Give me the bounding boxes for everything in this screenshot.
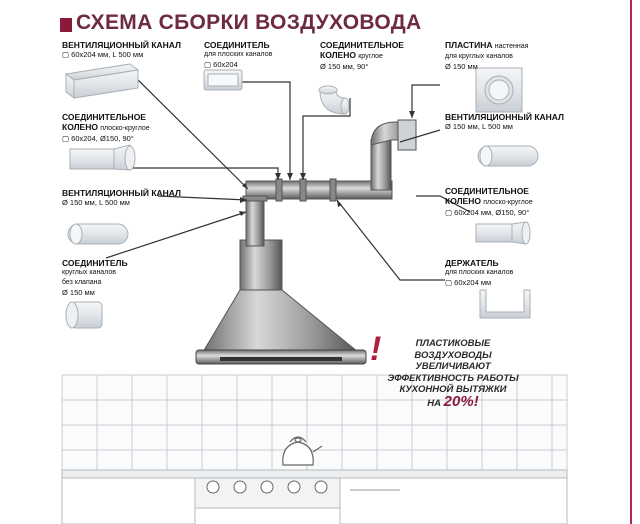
label-subtitle: круглое	[358, 53, 383, 60]
label-title: ВЕНТИЛЯЦИОННЫЙ КАНАЛ	[445, 112, 564, 122]
label-subtitle: круглых каналов	[62, 269, 116, 276]
product-round-connector	[65, 301, 103, 329]
label-title-2: КОЛЕНО	[320, 50, 356, 60]
right-border-line	[630, 0, 632, 524]
label-spec: Ø 150 мм	[445, 62, 478, 71]
kitchen-tiles	[61, 374, 568, 476]
label-elbow-round: СОЕДИНИТЕЛЬНОЕ КОЛЕНО круглое Ø 150 мм, …	[320, 40, 404, 72]
kettle-icon	[282, 436, 323, 466]
promo-line: УВЕЛИЧИВАЮТ	[415, 361, 491, 372]
label-title-2: КОЛЕНО	[62, 122, 98, 132]
label-spec: Ø 150 мм, L 500 мм	[62, 198, 130, 207]
product-flat-channel	[64, 63, 140, 99]
cooker-hood	[195, 239, 367, 365]
label-spec: ▢ 60х204 мм, Ø150, 90°	[445, 208, 530, 217]
label-title: ВЕНТИЛЯЦИОННЫЙ КАНАЛ	[62, 188, 181, 198]
label-spec: ▢ 60х204, Ø150, 90°	[62, 134, 134, 143]
label-spec: ▢ 60х204	[204, 60, 238, 69]
label-vent-channel-round-left: ВЕНТИЛЯЦИОННЫЙ КАНАЛ Ø 150 мм, L 500 мм	[62, 188, 181, 208]
label-title-2: КОЛЕНО	[445, 196, 481, 206]
label-spec: Ø 150 мм, L 500 мм	[445, 122, 513, 131]
label-vent-channel-flat: ВЕНТИЛЯЦИОННЫЙ КАНАЛ ▢ 60х204 мм, L 500 …	[62, 40, 181, 60]
promo-line: ЭФФЕКТИВНОСТЬ РАБОТЫ	[387, 372, 519, 384]
label-subtitle: плоско-круглое	[483, 199, 533, 206]
label-vent-channel-round-right: ВЕНТИЛЯЦИОННЫЙ КАНАЛ Ø 150 мм, L 500 мм	[445, 112, 564, 132]
label-spec: ▢ 60х204 мм, L 500 мм	[62, 50, 144, 59]
label-title: СОЕДИНИТЕЛЬ	[204, 40, 270, 50]
label-connector-round: СОЕДИНИТЕЛЬ круглых каналов без клапана …	[62, 258, 128, 298]
kitchen-counter	[61, 469, 568, 524]
promo-line: ПЛАСТИКОВЫЕ ВОЗДУХОВОДЫ	[414, 338, 492, 361]
label-subtitle: плоско-круглое	[100, 125, 150, 132]
promo-percentage: 20%!	[443, 392, 479, 410]
label-subtitle: для плоских каналов	[204, 51, 273, 58]
title-marker	[60, 18, 72, 32]
label-spec: Ø 150 мм, 90°	[320, 62, 369, 71]
stove-knobs	[206, 480, 328, 494]
product-flat-connector	[203, 69, 243, 91]
product-flat-round-elbow-right	[475, 221, 531, 245]
label-spec: Ø 150 мм	[62, 288, 95, 297]
product-round-elbow	[318, 85, 350, 115]
label-subtitle: настенная	[494, 43, 529, 50]
label-subtitle-2: без клапана	[62, 279, 102, 286]
label-title: СОЕДИНИТЕЛЬНОЕ	[445, 186, 529, 196]
promo-text: ПЛАСТИКОВЫЕ ВОЗДУХОВОДЫ УВЕЛИЧИВАЮТ ЭФФЕ…	[378, 338, 528, 409]
exclamation-icon: !	[370, 330, 382, 368]
air-duct	[242, 119, 417, 247]
label-title: СОЕДИНИТЕЛЬНОЕ	[320, 40, 404, 50]
label-subtitle-2: для круглых каналов	[445, 53, 513, 60]
product-round-channel-left	[67, 223, 129, 245]
promo-prefix: НА	[427, 397, 442, 409]
label-title: СОЕДИНИТЕЛЬ	[62, 258, 128, 268]
label-connector-flat: СОЕДИНИТЕЛЬ для плоских каналов ▢ 60х204	[204, 40, 272, 70]
label-title: ВЕНТИЛЯЦИОННЫЙ КАНАЛ	[62, 40, 181, 50]
label-holder: ДЕРЖАТЕЛЬ для плоских каналов ▢ 60х204 м…	[445, 258, 513, 288]
promo-line: КУХОННОЙ ВЫТЯЖКИ	[399, 384, 507, 395]
label-spec: ▢ 60х204 мм	[445, 278, 492, 287]
label-elbow-flat-round-right: СОЕДИНИТЕЛЬНОЕ КОЛЕНО плоско-круглое ▢ 6…	[445, 186, 533, 218]
product-holder	[479, 289, 531, 319]
product-flat-round-elbow-left	[69, 144, 136, 171]
label-plate: ПЛАСТИНА настенная для круглых каналов Ø…	[445, 40, 528, 72]
label-title: СОЕДИНИТЕЛЬНОЕ	[62, 112, 146, 122]
label-subtitle: для плоских каналов	[445, 269, 514, 276]
label-title: ДЕРЖАТЕЛЬ	[445, 258, 499, 268]
page-title: СХЕМА СБОРКИ ВОЗДУХОВОДА	[76, 11, 422, 34]
product-wall-plate	[475, 67, 523, 113]
label-title: ПЛАСТИНА	[445, 40, 493, 50]
callout-arrows	[239, 111, 415, 216]
product-round-channel-right	[477, 145, 539, 167]
label-elbow-flat-round-left: СОЕДИНИТЕЛЬНОЕ КОЛЕНО плоско-круглое ▢ 6…	[62, 112, 150, 144]
